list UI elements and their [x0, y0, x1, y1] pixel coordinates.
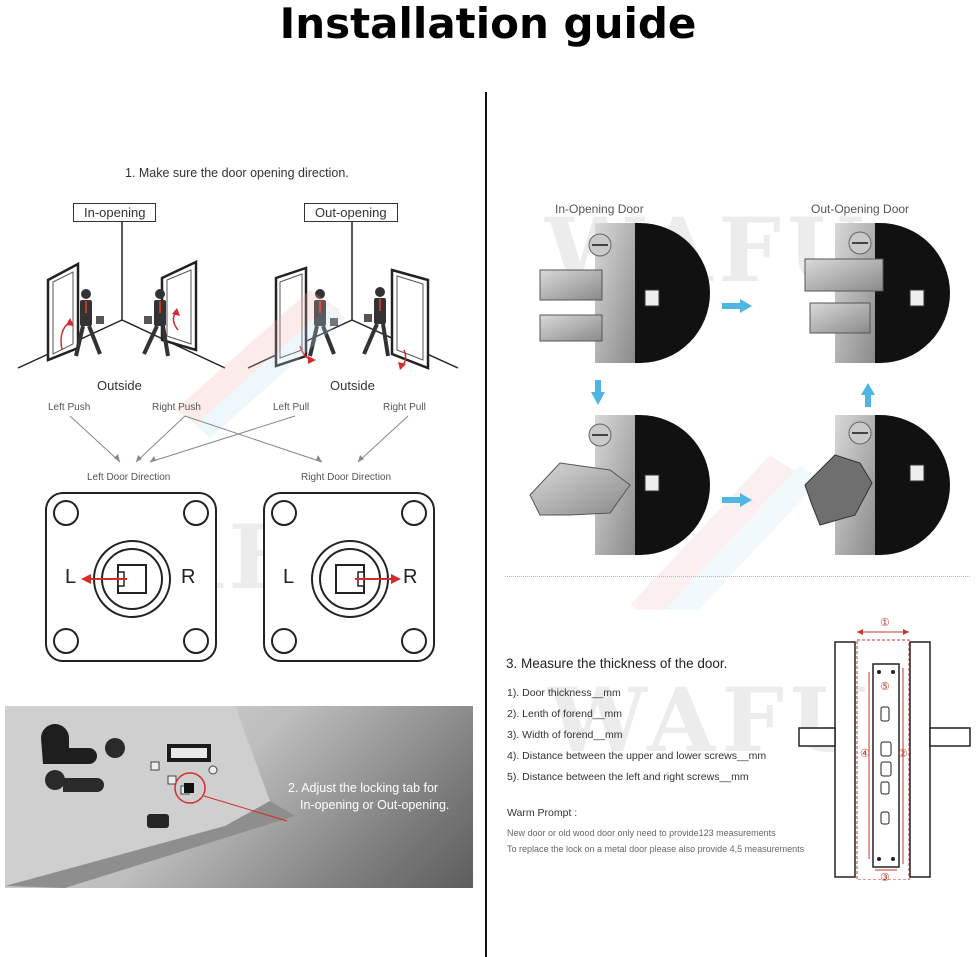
flow-arrows: [591, 299, 875, 507]
step3-heading: 3. Measure the thickness of the door.: [506, 656, 728, 671]
latch-out-opening-straight: [804, 223, 950, 363]
plate-letter-l: L: [283, 566, 295, 588]
door-measurement-diagram: [798, 629, 971, 880]
screw-hole: [53, 628, 79, 654]
measurement-item: 5). Distance between the left and right …: [507, 771, 749, 783]
in-opening-label: In-opening: [73, 203, 157, 222]
step1-heading: 1. Make sure the door opening direction.: [125, 166, 349, 180]
spindle-hub-left: [93, 540, 171, 618]
person-left-room-2: [142, 289, 170, 357]
out-opening-door-label: Out-Opening Door: [811, 202, 910, 216]
screw-hole: [401, 500, 427, 526]
screw-hole: [271, 500, 297, 526]
lock-body-photo: [5, 706, 473, 888]
plate-letter-r: R: [181, 566, 196, 588]
marker-5: ⑤: [880, 681, 890, 693]
left-door-direction-label: Left Door Direction: [87, 472, 171, 483]
plate-letter-r: R: [403, 566, 418, 588]
screw-hole: [271, 628, 297, 654]
measurement-item: 2). Lenth of forend__mm: [507, 708, 622, 720]
right-arrow-icon: [355, 574, 401, 584]
latch-in-opening-rotated: [529, 415, 710, 555]
in-opening-door-label: In-Opening Door: [555, 202, 644, 216]
right-door-direction-label: Right Door Direction: [301, 472, 392, 483]
measurement-item: 4). Distance between the upper and lower…: [507, 750, 767, 762]
measurement-item: 3). Width of forend__mm: [507, 729, 623, 741]
warm-prompt-line: To replace the lock on a metal door plea…: [507, 844, 805, 854]
latch-out-opening-rotated: [804, 415, 950, 555]
warm-prompt-line: New door or old wood door only need to p…: [507, 828, 776, 838]
plate-letter-l: L: [65, 566, 77, 588]
person-right-room-2: [362, 287, 390, 357]
screw-hole: [183, 628, 209, 654]
left-pull-label: Left Pull: [273, 402, 310, 413]
out-opening-label: Out-opening: [304, 203, 398, 222]
lock-plate-right: L R: [263, 492, 435, 662]
screw-hole: [53, 500, 79, 526]
marker-1: ①: [880, 617, 890, 629]
marker-2: ②: [898, 748, 908, 760]
person-right-room-1: [308, 289, 338, 357]
marker-4: ④: [860, 748, 870, 760]
step2-line2: In-opening or Out-opening.: [300, 798, 450, 812]
person-left-room-1: [74, 289, 104, 357]
screw-hole: [401, 628, 427, 654]
outside-label-right: Outside: [330, 378, 375, 393]
watermark-bottom-right: WAFU: [548, 668, 873, 772]
left-arrow-icon: [81, 574, 127, 584]
outside-label-left: Outside: [97, 378, 142, 393]
latch-photos: [529, 223, 950, 610]
latch-in-opening-straight: [539, 223, 710, 363]
right-pull-label: Right Pull: [383, 402, 426, 413]
door-direction-illustration: [17, 220, 459, 463]
right-push-label: Right Push: [152, 402, 201, 413]
marker-3: ③: [880, 872, 890, 884]
warm-prompt-label: Warm Prompt :: [507, 807, 578, 819]
screw-hole: [183, 500, 209, 526]
center-divider: [485, 92, 487, 957]
step2-line1: 2. Adjust the locking tab for: [288, 781, 439, 795]
section-dotted-divider: [505, 576, 970, 577]
lock-plate-left: L R: [45, 492, 217, 662]
page-title: Installation guide: [279, 0, 697, 48]
measurement-item: 1). Door thickness__mm: [507, 687, 621, 699]
left-push-label: Left Push: [48, 402, 91, 413]
lock-body-illustration: [5, 706, 295, 888]
step2-callout: 2. Adjust the locking tab for In-opening…: [288, 780, 449, 814]
